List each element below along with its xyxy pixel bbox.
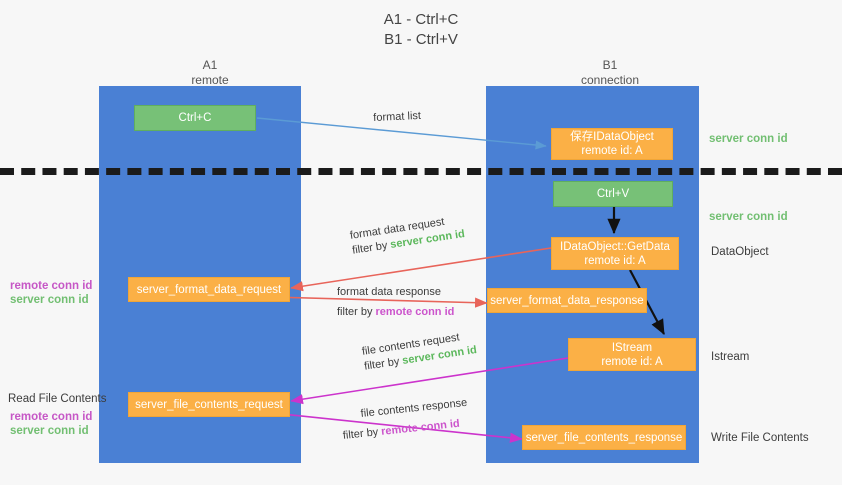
edge-caption-format-data-response-line1: format data response <box>337 286 441 298</box>
right-label-server-conn-id-2: server conn id <box>709 211 788 223</box>
node-istream-line2: remote id: A <box>601 355 663 368</box>
title-line-2: B1 - Ctrl+V <box>384 31 458 48</box>
column-b1-sub: connection <box>580 73 640 87</box>
title-line-1: A1 - Ctrl+C <box>383 11 459 28</box>
left-label-conn-ids-1: remote conn id server conn id <box>10 279 92 307</box>
node-server-file-contents-response[interactable]: server_file_contents_response <box>522 425 686 450</box>
left-label-remote-conn-id-1: remote conn id <box>10 280 93 292</box>
right-label-write-file-contents: Write File Contents <box>711 432 809 444</box>
column-a1-name: A1 <box>202 58 218 72</box>
node-server-format-data-response[interactable]: server_format_data_response <box>487 288 647 313</box>
node-save-idataobject[interactable]: 保存IDataObject remote id: A <box>551 128 673 160</box>
edge-caption-format-data-response-line2: filter by remote conn id <box>337 306 455 318</box>
node-server-file-contents-response-label: server_file_contents_response <box>525 431 683 444</box>
edge-caption-file-contents-response: file contents response filter by remote … <box>342 396 470 442</box>
node-server-format-data-request-label: server_format_data_request <box>136 283 282 296</box>
edge-caption-format-data-request: format data request filter by server con… <box>349 212 466 258</box>
node-ctrl-v[interactable]: Ctrl+V <box>553 181 673 207</box>
node-istream[interactable]: IStream remote id: A <box>568 338 696 371</box>
left-label-conn-ids-2: remote conn id server conn id <box>10 410 92 438</box>
page-title: A1 - Ctrl+C B1 - Ctrl+V <box>0 10 842 50</box>
node-save-idataobject-line1: 保存IDataObject <box>570 131 654 143</box>
column-a1-sub: remote <box>191 73 229 87</box>
column-header-a1: A1 remote <box>120 58 300 88</box>
left-label-read-file-contents: Read File Contents <box>8 393 107 405</box>
node-ctrl-v-label: Ctrl+V <box>596 188 630 200</box>
left-label-server-conn-id-2: server conn id <box>10 425 89 437</box>
edge-caption-file-contents-request: file contents request filter by server c… <box>361 328 478 374</box>
node-ctrl-c-label: Ctrl+C <box>178 112 212 124</box>
node-server-file-contents-request-label: server_file_contents_request <box>135 398 283 411</box>
right-label-server-conn-id-1: server conn id <box>709 133 788 145</box>
time-divider <box>0 168 842 175</box>
column-header-b1: B1 connection <box>520 58 700 88</box>
node-save-idataobject-line2: remote id: A <box>581 145 643 157</box>
left-label-server-conn-id-1: server conn id <box>10 294 89 306</box>
node-istream-line1: IStream <box>611 341 653 354</box>
edge-caption-format-data-response: format data response filter by remote co… <box>337 285 454 320</box>
node-server-format-data-response-label: server_format_data_response <box>490 294 644 307</box>
node-server-file-contents-request[interactable]: server_file_contents_request <box>128 392 290 417</box>
edge-caption-format-list: format list <box>373 109 422 124</box>
column-b1-name: B1 <box>602 58 618 72</box>
node-ctrl-c[interactable]: Ctrl+C <box>134 105 256 131</box>
node-server-format-data-request[interactable]: server_format_data_request <box>128 277 290 302</box>
left-label-remote-conn-id-2: remote conn id <box>10 411 93 423</box>
right-label-istream: Istream <box>711 351 750 363</box>
node-idataobject-getdata[interactable]: IDataObject::GetData remote id: A <box>551 237 679 270</box>
node-getdata-line1: IDataObject::GetData <box>560 240 670 253</box>
right-label-dataobject: DataObject <box>711 246 769 258</box>
node-getdata-line2: remote id: A <box>584 254 646 267</box>
